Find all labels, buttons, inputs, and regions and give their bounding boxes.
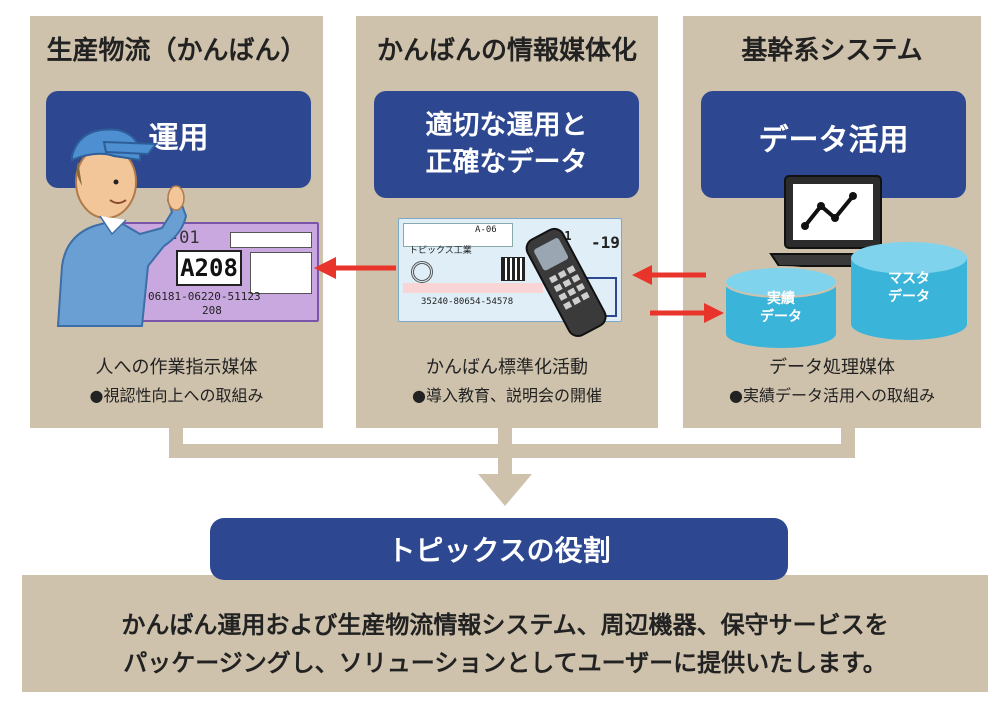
panel-caption: 人への作業指示媒体 — [95, 357, 258, 378]
kanban-big-code: A208 — [176, 250, 242, 286]
master-data-label: マスタ データ — [888, 271, 930, 306]
kanban-code: A-06 — [475, 225, 497, 235]
handheld-scanner-icon — [525, 227, 607, 338]
summary-line-1: かんばん運用および生産物流情報システム、周辺機器、保守サービスを — [121, 611, 889, 639]
summary-line-2: パッケージングし、ソリューションとしてユーザーに提供いたします。 — [123, 649, 887, 677]
panel-note: ●導入教育、説明会の開催 — [412, 386, 602, 405]
kanban-red-stripe — [403, 283, 543, 293]
kanban-code-small: 208 — [202, 304, 222, 317]
arrow-to-operation — [314, 257, 396, 279]
actual-data-label: 実績 データ — [760, 291, 802, 326]
box-line-1: 適切な運用と — [425, 110, 588, 142]
actual-data-cylinder — [724, 266, 838, 350]
panel-title: 生産物流（かんばん） — [46, 36, 307, 66]
master-data-cylinder — [851, 242, 967, 340]
panel-kanban-information: かんばんの情報媒体化 適切な運用と 正確なデータ トピックス工業 A-06 35… — [356, 16, 658, 428]
panel-title: かんばんの情報媒体化 — [376, 36, 637, 66]
down-arrow — [478, 474, 532, 506]
panel-note: ●実績データ活用への取組み — [729, 386, 935, 405]
database-cylinders-icon — [724, 242, 967, 350]
accurate-data-box: 適切な運用と 正確なデータ — [374, 91, 639, 198]
arrow-to-system — [650, 303, 724, 323]
panel-core-system: 基幹系システム データ活用 実績 データ マスタ データ データ処理媒体 ●実績… — [683, 16, 981, 428]
arrow-to-kanban — [632, 265, 706, 285]
kanban-info-box — [250, 252, 312, 294]
kanban-company: トピックス工業 — [409, 246, 472, 256]
worker-illustration — [56, 128, 188, 327]
box-line-2: 正確なデータ — [425, 146, 588, 178]
kanban-part-number: 35240-80654-54578 — [421, 297, 514, 307]
kanban-label-stripe — [230, 232, 312, 248]
panel-caption: かんばん標準化活動 — [426, 357, 588, 378]
summary-panel: かんばん運用および生産物流情報システム、周辺機器、保守サービスを パッケージング… — [22, 575, 988, 692]
kanban-number: 06181-06220-51123 — [148, 290, 261, 303]
panel-production-logistics: 生産物流（かんばん） 運用 A-08-01 A208 06181-06220-5… — [30, 16, 323, 428]
kanban-code-right-2: -19 — [591, 233, 620, 252]
round-icon — [411, 261, 433, 283]
panel-caption: データ処理媒体 — [769, 357, 895, 378]
role-title-band: トピックスの役割 — [210, 518, 788, 580]
panel-note: ●視認性向上への取組み — [89, 386, 264, 405]
kanban-top-band — [403, 223, 513, 247]
panel-title: 基幹系システム — [741, 36, 923, 66]
qr-code-icon — [501, 257, 525, 281]
laptop-chart-icon — [769, 175, 897, 267]
